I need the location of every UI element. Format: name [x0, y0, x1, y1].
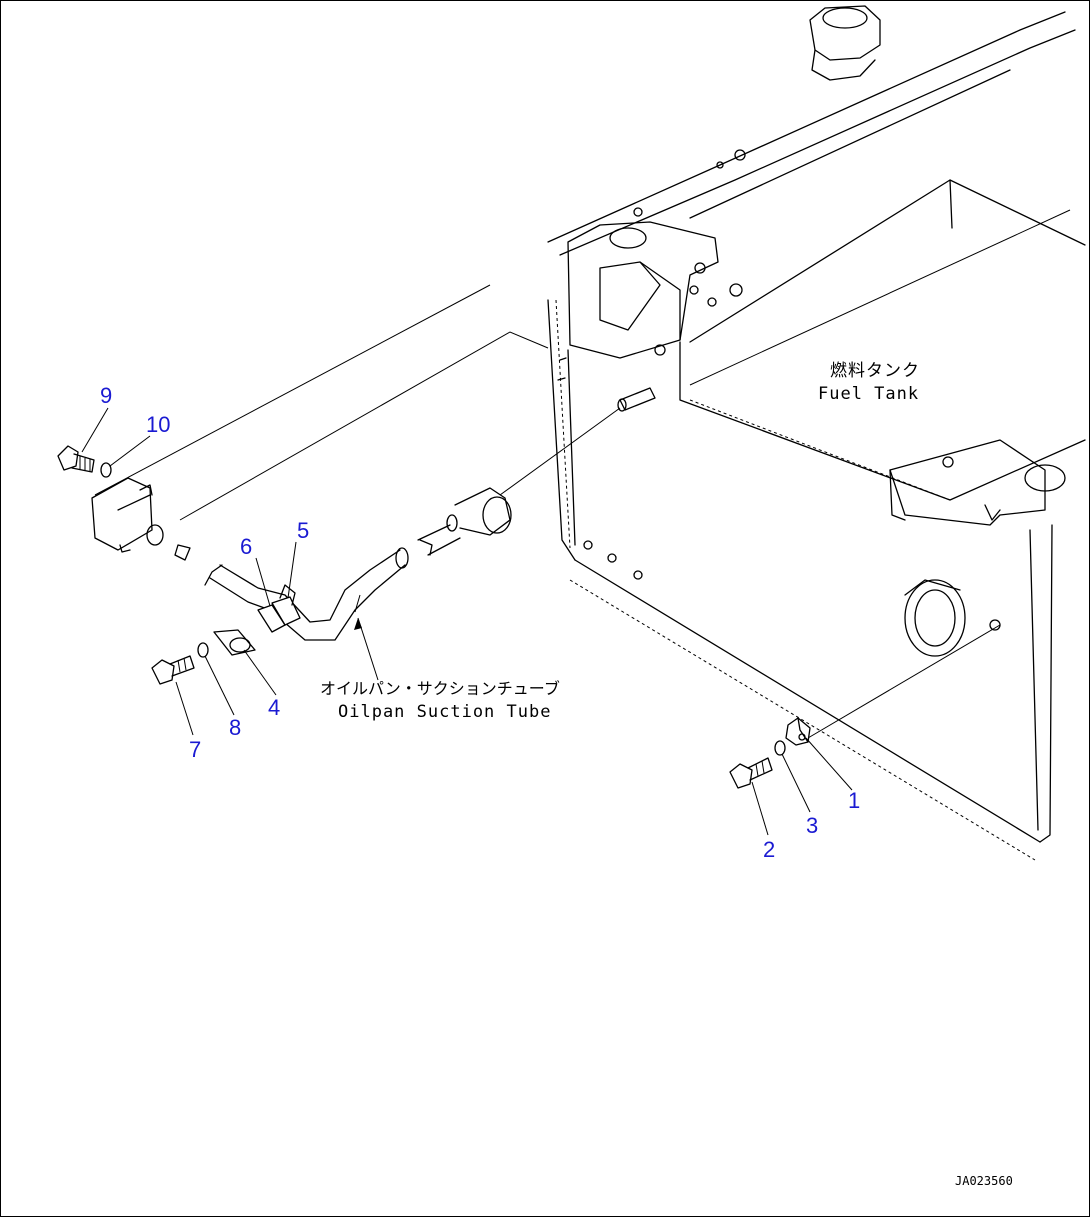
suction-tube-label-en: Oilpan Suction Tube [338, 702, 551, 722]
callout-3: 3 [806, 813, 818, 838]
clamp-assembly [213, 584, 301, 656]
bolt-2 [729, 757, 773, 789]
part-labels: 燃料タンク Fuel Tank オイルパン・サクションチューブ Oilpan S… [320, 361, 1013, 1188]
washer-10 [100, 462, 112, 478]
callout-10: 10 [146, 412, 170, 437]
callout-2: 2 [763, 837, 775, 862]
washer-3 [774, 740, 786, 756]
suction-tube [204, 407, 1001, 739]
bolt-9 [57, 445, 95, 473]
leader-lines [81, 407, 853, 836]
callout-6: 6 [240, 534, 252, 559]
callout-4: 4 [268, 695, 280, 720]
fuel-tank-label-en: Fuel Tank [818, 384, 919, 404]
drawing-code: JA023560 [955, 1174, 1013, 1188]
fuel-tank [547, 179, 1086, 861]
washer-8 [197, 642, 209, 658]
callout-numbers: 1 2 3 4 5 6 7 8 9 10 [100, 383, 860, 862]
callout-8: 8 [229, 715, 241, 740]
callout-5: 5 [297, 518, 309, 543]
tank-mount-bracket [567, 207, 743, 359]
callout-7: 7 [189, 737, 201, 762]
callout-9: 9 [100, 383, 112, 408]
clip-1 [785, 717, 811, 746]
callout-1: 1 [848, 788, 860, 813]
frame-rail [547, 5, 1076, 256]
fuel-tank-label-jp: 燃料タンク [830, 361, 920, 381]
tube-bracket-plate [91, 284, 549, 561]
suction-tube-label-jp: オイルパン・サクションチューブ [320, 679, 560, 698]
bolt-7 [151, 655, 195, 685]
